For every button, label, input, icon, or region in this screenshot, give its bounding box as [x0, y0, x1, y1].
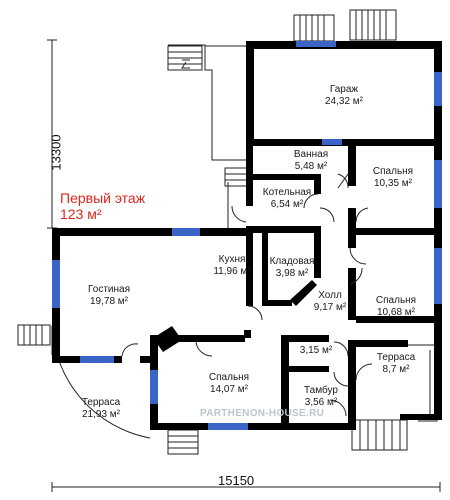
room-name: Котельная — [262, 187, 312, 198]
plan-title-area: 123 м² — [60, 206, 102, 222]
room-name: Спальня — [208, 372, 250, 383]
room-area: 10,68 м² — [376, 307, 415, 318]
walls — [52, 41, 442, 430]
room-area: 3,15 м² — [299, 345, 333, 356]
room-area: 24,32 м² — [324, 96, 364, 107]
room-area: 10,35 м² — [373, 178, 412, 189]
room-area: 3,56 м² — [304, 397, 338, 408]
room-name: Ванная — [293, 149, 329, 160]
room-label-small-room: 3,15 м² — [300, 345, 332, 357]
room-name: Холл — [318, 290, 342, 301]
watermark: PARTHENON-HOUSE.RU — [200, 408, 325, 419]
dimension-lines — [47, 39, 441, 492]
room-area: 19,78 м² — [89, 296, 129, 307]
room-area: 9,17 м² — [313, 302, 347, 313]
plan-title-floor: Первый этаж — [60, 190, 146, 206]
room-name: Терраса — [81, 397, 121, 408]
room-area: 21,93 м² — [81, 409, 121, 420]
room-name: Терраса — [376, 352, 416, 363]
room-area: 11,96 м² — [213, 266, 251, 277]
dimension-width-label: 15150 — [218, 473, 255, 488]
room-area: 6,54 м² — [270, 199, 304, 210]
room-name: Кладовая — [269, 256, 315, 267]
room-area: 8,7 м² — [382, 364, 410, 375]
room-name: Гараж — [329, 84, 359, 95]
windows — [52, 41, 442, 430]
dimension-height-label: 13300 — [48, 134, 64, 171]
room-name: Кухня — [218, 254, 246, 265]
room-name: Гостиная — [88, 284, 130, 295]
room-area: 3,98 м² — [275, 268, 309, 279]
room-name: Тамбур — [304, 385, 338, 396]
doors — [121, 173, 373, 417]
room-area: 14,07 м² — [209, 384, 248, 395]
room-name: Спальня — [372, 166, 414, 177]
room-area: 5,48 м² — [294, 161, 328, 172]
plan-title: Первый этаж 123 м² — [60, 190, 145, 222]
room-name: Спальня — [375, 295, 417, 306]
stairs — [17, 9, 408, 455]
